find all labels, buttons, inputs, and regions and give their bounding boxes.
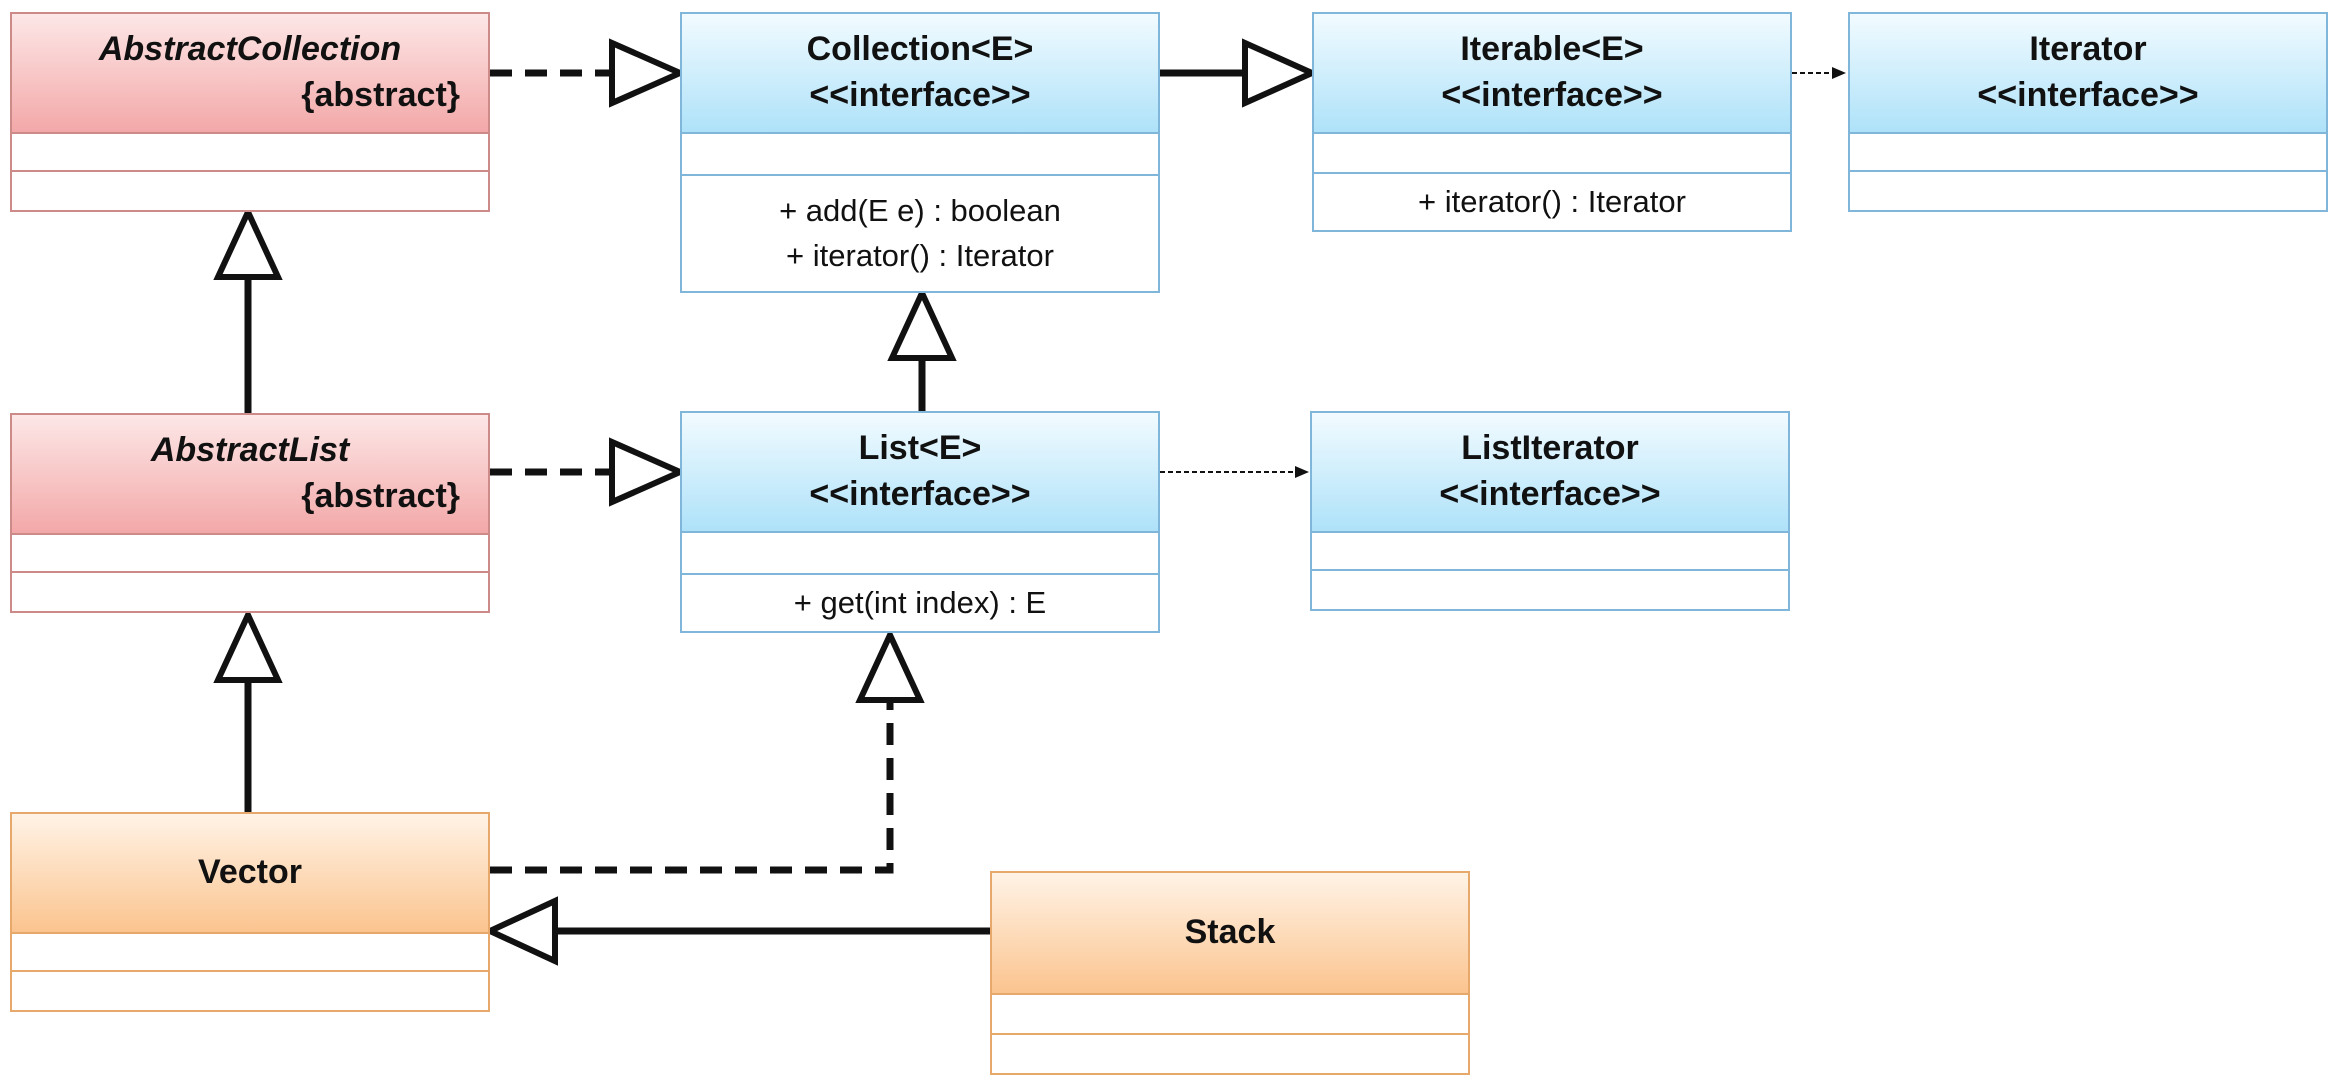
interface-name: List<E> bbox=[858, 429, 982, 468]
class-modifier: {abstract} bbox=[301, 477, 460, 515]
edge-stack-extends-vector bbox=[482, 896, 990, 966]
interface-header: Collection<E> <<interface>> bbox=[682, 14, 1158, 134]
class-name: AbstractCollection bbox=[98, 30, 402, 69]
class-header: Stack bbox=[992, 873, 1468, 995]
operations-compartment: + iterator() : Iterator bbox=[1314, 174, 1790, 230]
method: + iterator() : Iterator bbox=[786, 237, 1054, 273]
edge-list-depends-listiterator bbox=[1160, 466, 1309, 478]
attributes-compartment bbox=[1314, 134, 1790, 174]
edge-list-extends-collection bbox=[887, 285, 957, 411]
interface-stereotype: <<interface>> bbox=[1439, 475, 1661, 513]
operations-compartment bbox=[992, 1035, 1468, 1073]
interface-stereotype: <<interface>> bbox=[1441, 76, 1663, 114]
interface-list-iterator: ListIterator <<interface>> bbox=[1310, 411, 1790, 611]
class-name: Vector bbox=[198, 853, 302, 892]
interface-name: Collection<E> bbox=[806, 30, 1034, 69]
operations-compartment bbox=[12, 972, 488, 1010]
edge-vector-realizes-list bbox=[490, 627, 925, 874]
attributes-compartment bbox=[682, 134, 1158, 176]
edge-iterable-depends-iterator bbox=[1792, 67, 1846, 79]
class-header: Vector bbox=[12, 814, 488, 934]
interface-collection: Collection<E> <<interface>> + add(E e) :… bbox=[680, 12, 1160, 293]
edge-abstractlist-realizes-list bbox=[490, 437, 688, 507]
class-header: AbstractList {abstract} bbox=[12, 415, 488, 535]
operations-compartment bbox=[12, 172, 488, 210]
attributes-compartment bbox=[1850, 134, 2326, 172]
class-name: Stack bbox=[1184, 913, 1276, 952]
edge-abstractlist-extends-abstractcollection bbox=[213, 204, 283, 413]
edge-vector-extends-abstractlist bbox=[213, 607, 283, 812]
class-abstract-list: AbstractList {abstract} bbox=[10, 413, 490, 613]
interface-name: ListIterator bbox=[1461, 429, 1639, 468]
method: + get(int index) : E bbox=[793, 584, 1047, 620]
interface-iterator: Iterator <<interface>> bbox=[1848, 12, 2328, 212]
interface-stereotype: <<interface>> bbox=[1977, 76, 2199, 114]
interface-name: Iterator bbox=[2029, 30, 2147, 69]
attributes-compartment bbox=[992, 995, 1468, 1035]
attributes-compartment bbox=[12, 535, 488, 573]
interface-iterable: Iterable<E> <<interface>> + iterator() :… bbox=[1312, 12, 1792, 232]
operations-compartment bbox=[1850, 172, 2326, 210]
interface-stereotype: <<interface>> bbox=[809, 76, 1031, 114]
operations-compartment bbox=[1312, 571, 1788, 609]
method: + add(E e) : boolean bbox=[779, 192, 1061, 228]
edge-abstractcollection-realizes-collection bbox=[490, 38, 688, 108]
edge-collection-extends-iterable bbox=[1160, 38, 1320, 108]
interface-header: Iterator <<interface>> bbox=[1850, 14, 2326, 134]
interface-name: Iterable<E> bbox=[1460, 30, 1644, 69]
class-stack: Stack bbox=[990, 871, 1470, 1075]
attributes-compartment bbox=[1312, 533, 1788, 571]
class-name: AbstractList bbox=[150, 431, 350, 470]
interface-header: List<E> <<interface>> bbox=[682, 413, 1158, 533]
interface-header: Iterable<E> <<interface>> bbox=[1314, 14, 1790, 134]
class-modifier: {abstract} bbox=[301, 76, 460, 114]
method: + iterator() : Iterator bbox=[1418, 183, 1686, 219]
interface-stereotype: <<interface>> bbox=[809, 475, 1031, 513]
interface-header: ListIterator <<interface>> bbox=[1312, 413, 1788, 533]
class-abstract-collection: AbstractCollection {abstract} bbox=[10, 12, 490, 212]
operations-compartment: + add(E e) : boolean + iterator() : Iter… bbox=[682, 176, 1158, 291]
class-header: AbstractCollection {abstract} bbox=[12, 14, 488, 134]
attributes-compartment bbox=[12, 134, 488, 172]
attributes-compartment bbox=[682, 533, 1158, 575]
operations-compartment bbox=[12, 573, 488, 611]
attributes-compartment bbox=[12, 934, 488, 972]
operations-compartment: + get(int index) : E bbox=[682, 575, 1158, 631]
interface-list: List<E> <<interface>> + get(int index) :… bbox=[680, 411, 1160, 633]
class-vector: Vector bbox=[10, 812, 490, 1012]
